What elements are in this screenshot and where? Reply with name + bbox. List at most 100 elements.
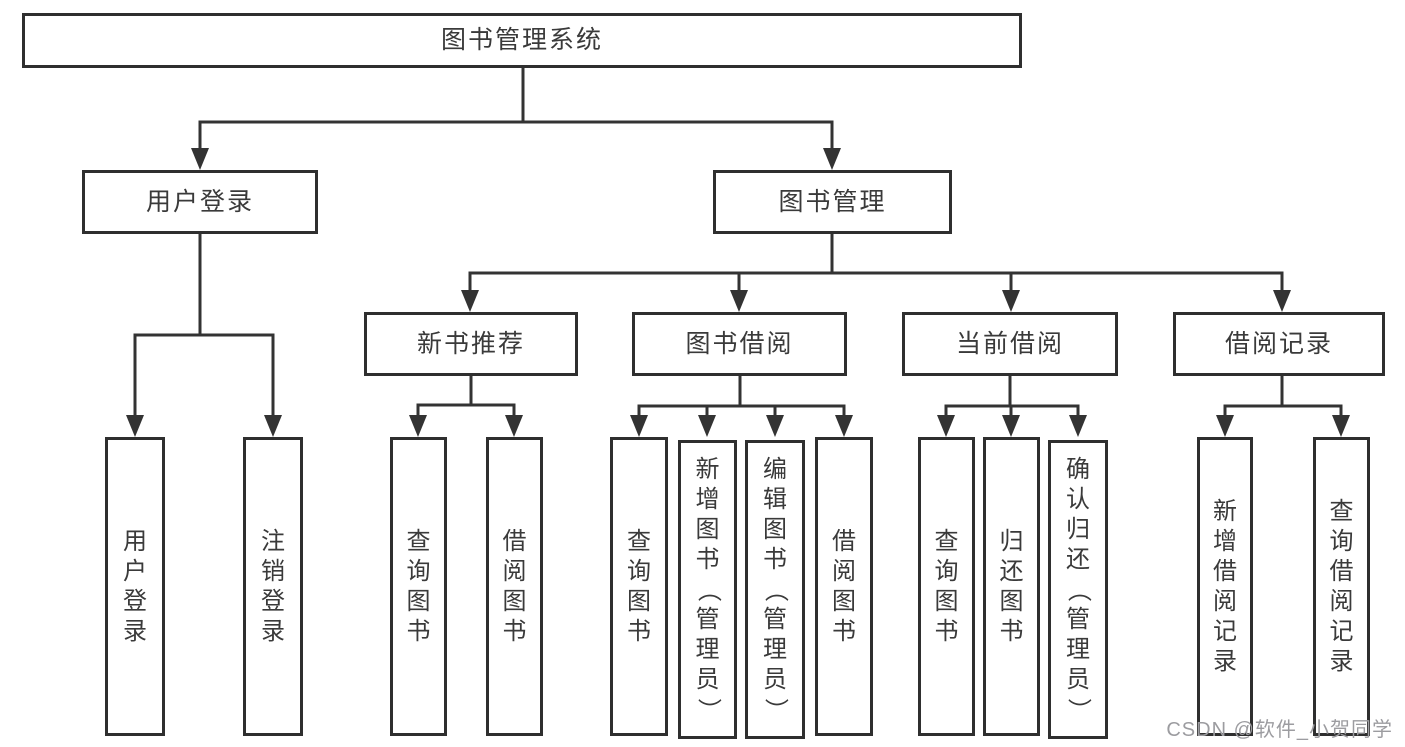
vertical-char: 书 xyxy=(763,545,787,573)
node-current-borrow-label: 当前借阅 xyxy=(955,329,1064,358)
node-book-borrow: 图书借阅 xyxy=(632,312,847,376)
leaf-nb-query-books-label: 查询图书 xyxy=(406,529,432,645)
node-book-management-label: 图书管理 xyxy=(778,187,887,216)
node-book-management: 图书管理 xyxy=(713,170,952,234)
vertical-char: 图 xyxy=(627,587,651,615)
node-borrow-records-label: 借阅记录 xyxy=(1224,329,1333,358)
arrow-to-book-borrow xyxy=(730,290,748,312)
arrow-to-book-management xyxy=(823,148,841,170)
arrow-nb-query-books xyxy=(409,415,427,437)
leaf-user-login-label: 用户登录 xyxy=(122,529,148,645)
vertical-char: 员 xyxy=(695,665,720,693)
vertical-char: 注 xyxy=(261,527,285,555)
vertical-char: 管 xyxy=(1066,605,1090,633)
leaf-bb-edit-books: 编辑图书（管理员） xyxy=(745,440,805,739)
csdn-watermark: CSDN @软件_小贺同学 xyxy=(1166,719,1393,741)
node-root-label: 图书管理系统 xyxy=(440,26,603,54)
vertical-char: 书 xyxy=(627,617,651,645)
vertical-char: 辑 xyxy=(763,485,787,513)
arrow-br-query-record xyxy=(1332,415,1350,437)
vertical-char: 录 xyxy=(1213,647,1237,675)
leaf-cb-confirm-return-label: 确认归还（管理员） xyxy=(1065,455,1092,723)
vertical-char: 借 xyxy=(1213,557,1237,585)
node-book-borrow-label: 图书借阅 xyxy=(685,329,794,358)
connector-nb-split xyxy=(416,403,516,417)
leaf-br-add-record: 新增借阅记录 xyxy=(1197,437,1253,736)
vertical-char: 编 xyxy=(763,455,787,483)
vertical-char: 确 xyxy=(1066,455,1090,483)
arrow-to-new-book-recommend xyxy=(461,290,479,312)
vertical-char: 登 xyxy=(261,587,285,615)
vertical-char: 查 xyxy=(406,527,431,555)
leaf-bb-borrow-books: 借阅图书 xyxy=(815,437,873,736)
connector-current-borrow xyxy=(937,376,1087,437)
vertical-char: 阅 xyxy=(832,557,856,585)
leaf-bb-borrow-books-label: 借阅图书 xyxy=(831,529,857,645)
vertical-char: 阅 xyxy=(1213,587,1237,615)
arrow-to-leaf-logout xyxy=(264,415,282,437)
vertical-char: 理 xyxy=(763,635,787,663)
connector-user-login xyxy=(126,234,282,437)
connector-new-book-recommend xyxy=(409,376,523,437)
vertical-char: 图 xyxy=(999,587,1024,615)
vertical-char: 查 xyxy=(627,527,651,555)
vertical-char: 查 xyxy=(934,527,959,555)
arrow-nb-borrow-books xyxy=(505,415,523,437)
vertical-char: 户 xyxy=(123,557,147,585)
vertical-char: 询 xyxy=(627,557,651,585)
leaf-nb-query-books: 查询图书 xyxy=(390,437,447,736)
vertical-char: 记 xyxy=(1329,617,1354,645)
vertical-char: 图 xyxy=(934,587,959,615)
vertical-char: 录 xyxy=(1329,647,1354,675)
vertical-char: 管 xyxy=(763,605,787,633)
vertical-char: 登 xyxy=(123,587,147,615)
connector-user-login-split xyxy=(133,333,275,417)
leaf-logout-label: 注销登录 xyxy=(260,529,286,645)
vertical-char: ） xyxy=(694,697,722,722)
node-current-borrow: 当前借阅 xyxy=(902,312,1118,376)
arrow-to-leaf-user-login xyxy=(126,415,144,437)
vertical-char: 理 xyxy=(695,635,720,663)
vertical-char: 借 xyxy=(1329,557,1354,585)
vertical-char: 询 xyxy=(1329,527,1354,555)
vertical-char: 认 xyxy=(1066,485,1090,513)
vertical-char: 新 xyxy=(1213,497,1237,525)
arrow-bb-add-books xyxy=(698,415,716,437)
vertical-char: 录 xyxy=(123,617,147,645)
vertical-char: （ xyxy=(694,577,722,602)
connector-book-management xyxy=(461,234,1291,312)
leaf-cb-query-books: 查询图书 xyxy=(918,437,975,736)
connector-root xyxy=(191,68,841,170)
leaf-br-query-record-label: 查询借阅记录 xyxy=(1329,499,1355,675)
leaf-br-add-record-label: 新增借阅记录 xyxy=(1212,499,1238,675)
vertical-char: 用 xyxy=(123,527,147,555)
node-user-login: 用户登录 xyxy=(82,170,318,234)
node-user-login-label: 用户登录 xyxy=(145,187,254,216)
node-root: 图书管理系统 xyxy=(22,13,1022,68)
vertical-char: 增 xyxy=(1213,527,1237,555)
arrow-cb-return-books xyxy=(1002,415,1020,437)
vertical-char: 归 xyxy=(1066,515,1090,543)
vertical-char: 书 xyxy=(406,617,431,645)
arrow-to-borrow-records xyxy=(1273,290,1291,312)
vertical-char: 借 xyxy=(502,527,527,555)
vertical-char: 员 xyxy=(1066,665,1090,693)
leaf-cb-return-books: 归还图书 xyxy=(983,437,1040,736)
leaf-br-query-record: 查询借阅记录 xyxy=(1313,437,1370,736)
vertical-char: 图 xyxy=(502,587,527,615)
vertical-char: 书 xyxy=(999,617,1024,645)
vertical-char: 询 xyxy=(934,557,959,585)
vertical-char: 阅 xyxy=(502,557,527,585)
vertical-char: 查 xyxy=(1329,497,1354,525)
connector-br-split xyxy=(1223,404,1343,417)
vertical-char: 录 xyxy=(261,617,285,645)
vertical-char: ） xyxy=(1065,697,1092,722)
vertical-char: 员 xyxy=(763,665,787,693)
vertical-char: 书 xyxy=(695,545,720,573)
connector-book-management-split xyxy=(468,271,1284,292)
leaf-nb-borrow-books-label: 借阅图书 xyxy=(502,529,528,645)
leaf-nb-borrow-books: 借阅图书 xyxy=(486,437,543,736)
node-borrow-records: 借阅记录 xyxy=(1173,312,1385,376)
